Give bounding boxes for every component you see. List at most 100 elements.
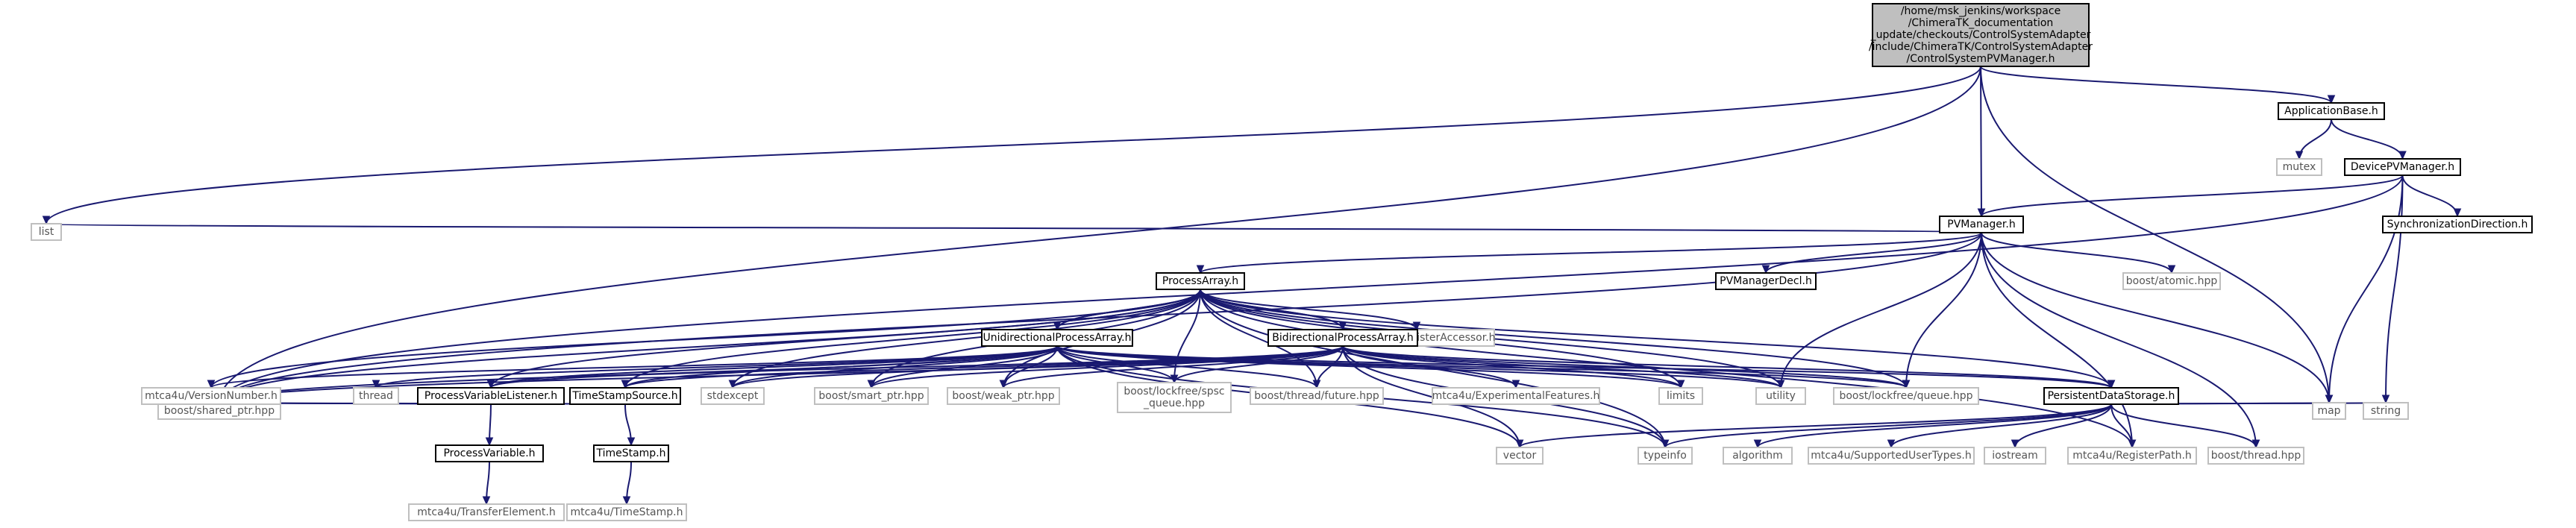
node-iostream: iostream bbox=[1984, 447, 2046, 465]
node-spsc: boost/lockfree/spsc_queue.hpp bbox=[1117, 382, 1232, 413]
node-label-processarray: ProcessArray.h bbox=[1162, 275, 1238, 287]
edge-pvmanager-to-map bbox=[1981, 232, 2334, 404]
node-label-mutex: mutex bbox=[2283, 161, 2316, 173]
node-thread: thread bbox=[353, 387, 399, 405]
edge-pvmanager-to-boostthread bbox=[1981, 232, 2260, 449]
node-versionnum: mtca4u/VersionNumber.h bbox=[141, 387, 281, 405]
edge-devicepv-to-pvmanager bbox=[1977, 175, 2404, 218]
node-bidir[interactable]: BidirectionalProcessArray.h bbox=[1267, 329, 1418, 347]
node-label-thread: thread bbox=[359, 390, 393, 402]
node-label-pvmanager: PVManager.h bbox=[1947, 219, 2015, 230]
node-label-pvlistener: ProcessVariableListener.h bbox=[424, 390, 557, 402]
node-shared_ptr: boost/shared_ptr.hpp bbox=[157, 402, 281, 420]
node-label-root: /include/ChimeraTK/ControlSystemAdapter bbox=[1869, 41, 2093, 53]
edge-devicepv-to-syncdir bbox=[2401, 175, 2462, 218]
node-unidir[interactable]: UnidirectionalProcessArray.h bbox=[981, 329, 1133, 347]
node-label-weak_ptr: boost/weak_ptr.hpp bbox=[952, 390, 1054, 402]
edge-bidir-to-future bbox=[1312, 345, 1344, 389]
node-persistent[interactable]: PersistentDataStorage.h bbox=[2043, 387, 2179, 405]
edge-appbase-to-devicepv bbox=[2331, 119, 2407, 160]
node-label-spsc: boost/lockfree/spsc bbox=[1124, 386, 1224, 397]
edge-unidir-to-versionnum bbox=[207, 345, 1058, 389]
edge-pvmanager-to-queue bbox=[1902, 232, 1982, 389]
node-queue: boost/lockfree/queue.hpp bbox=[1833, 387, 1979, 405]
edge-persistent-to-registerpath bbox=[2110, 403, 2137, 449]
node-future: boost/thread/future.hpp bbox=[1250, 387, 1384, 405]
node-label-string: string bbox=[2371, 405, 2401, 417]
node-transfer: mtca4u/TransferElement.h bbox=[408, 503, 565, 521]
edge-unidir-to-persistent bbox=[1056, 345, 2116, 389]
node-list: list bbox=[31, 223, 62, 241]
node-label-devicepv: DevicePVManager.h bbox=[2351, 161, 2454, 173]
node-label-stdexcept: stdexcept bbox=[707, 390, 759, 402]
node-label-root: /home/msk_jenkins/workspace bbox=[1901, 5, 2061, 17]
node-pvmanagerdecl[interactable]: PVManagerDecl.h bbox=[1715, 272, 1817, 290]
node-processvariable[interactable]: ProcessVariable.h bbox=[435, 444, 544, 462]
edge-persistent-to-vector bbox=[1515, 403, 2112, 449]
node-label-list: list bbox=[39, 226, 54, 238]
edge-bidir-to-expfeat bbox=[1342, 345, 1520, 389]
node-label-algorithm: algorithm bbox=[1732, 450, 1783, 462]
node-typeinfo: typeinfo bbox=[1638, 447, 1693, 465]
node-stdexcept: stdexcept bbox=[701, 387, 765, 405]
edge-persistent-to-iostream bbox=[2011, 403, 2112, 449]
node-label-timestamp: TimeStamp.h bbox=[595, 447, 665, 459]
node-label-timestampsrc: TimeStampSource.h bbox=[571, 390, 677, 402]
edge-pvmanager-to-atomic bbox=[1981, 232, 2176, 274]
node-processarray[interactable]: ProcessArray.h bbox=[1156, 272, 1245, 290]
edge-root-to-pvmanager bbox=[1977, 66, 1986, 218]
node-boostthread: boost/thread.hpp bbox=[2207, 447, 2304, 465]
edge-bidir-to-processarray bbox=[1196, 288, 1344, 330]
node-vector: vector bbox=[1496, 447, 1544, 465]
node-label-versionnum: mtca4u/VersionNumber.h bbox=[145, 390, 278, 402]
node-limits: limits bbox=[1658, 387, 1703, 405]
node-label-shared_ptr: boost/shared_ptr.hpp bbox=[164, 405, 275, 417]
node-timestampsrc[interactable]: TimeStampSource.h bbox=[569, 387, 681, 405]
node-label-vector: vector bbox=[1503, 450, 1537, 462]
edge-bidir-to-limits bbox=[1342, 345, 1685, 389]
edge-timestamp-to-mtcatimestamp bbox=[622, 461, 632, 506]
node-label-boostthread: boost/thread.hpp bbox=[2211, 450, 2301, 462]
node-root[interactable]: /home/msk_jenkins/workspace/ChimeraTK_do… bbox=[1869, 3, 2093, 67]
node-syncdir[interactable]: SynchronizationDirection.h bbox=[2382, 216, 2533, 233]
node-label-map: map bbox=[2317, 405, 2340, 417]
node-weak_ptr: boost/weak_ptr.hpp bbox=[947, 387, 1060, 405]
node-mutex: mutex bbox=[2276, 158, 2322, 176]
edge-pvmanager-to-pvmanagerdecl bbox=[1761, 232, 1982, 274]
node-pvmanager[interactable]: PVManager.h bbox=[1939, 216, 2024, 233]
edge-bidir-to-spsc bbox=[1170, 345, 1344, 384]
node-label-future: boost/thread/future.hpp bbox=[1254, 390, 1379, 402]
node-timestamp[interactable]: TimeStamp.h bbox=[593, 444, 669, 462]
node-label-spsc: _queue.hpp bbox=[1143, 397, 1205, 409]
node-label-atomic: boost/atomic.hpp bbox=[2126, 275, 2218, 287]
node-map: map bbox=[2312, 402, 2346, 420]
edge-pvmanager-to-processarray bbox=[1196, 232, 1982, 274]
edge-root-to-appbase bbox=[1980, 66, 2336, 104]
edge-pvmanager-to-list bbox=[42, 222, 1982, 233]
edge-bidir-to-utility bbox=[1342, 345, 1785, 389]
edge-bidir-to-weak_ptr bbox=[999, 345, 1344, 389]
edge-bidir-to-queue bbox=[1342, 345, 1911, 389]
edge-devicepv-to-map bbox=[2325, 175, 2404, 404]
node-mtcatimestamp: mtca4u/TimeStamp.h bbox=[566, 503, 687, 521]
node-label-syncdir: SynchronizationDirection.h bbox=[2387, 219, 2528, 230]
node-label-limits: limits bbox=[1667, 390, 1695, 402]
node-utility: utility bbox=[1755, 387, 1806, 405]
node-algorithm: algorithm bbox=[1723, 447, 1793, 465]
edge-persistent-to-boostthread bbox=[2110, 403, 2260, 449]
node-label-expfeat: mtca4u/ExperimentalFeatures.h bbox=[1432, 390, 1600, 402]
node-appbase[interactable]: ApplicationBase.h bbox=[2278, 102, 2385, 120]
node-label-iostream: iostream bbox=[1992, 450, 2038, 462]
edge-devicepv-to-string bbox=[2381, 175, 2404, 404]
node-label-utility: utility bbox=[1766, 390, 1796, 402]
node-label-typeinfo: typeinfo bbox=[1643, 450, 1687, 462]
node-label-appbase: ApplicationBase.h bbox=[2284, 105, 2378, 117]
node-devicepv[interactable]: DevicePVManager.h bbox=[2344, 158, 2461, 176]
node-label-root: /ChimeraTK_documentation bbox=[1908, 17, 2054, 29]
node-string: string bbox=[2363, 402, 2409, 420]
edges-layer bbox=[42, 66, 2462, 506]
edge-persistent-to-supported bbox=[1887, 403, 2112, 449]
node-pvlistener[interactable]: ProcessVariableListener.h bbox=[417, 387, 565, 405]
node-label-transfer: mtca4u/TransferElement.h bbox=[417, 506, 555, 518]
node-label-mtcatimestamp: mtca4u/TimeStamp.h bbox=[571, 506, 683, 518]
